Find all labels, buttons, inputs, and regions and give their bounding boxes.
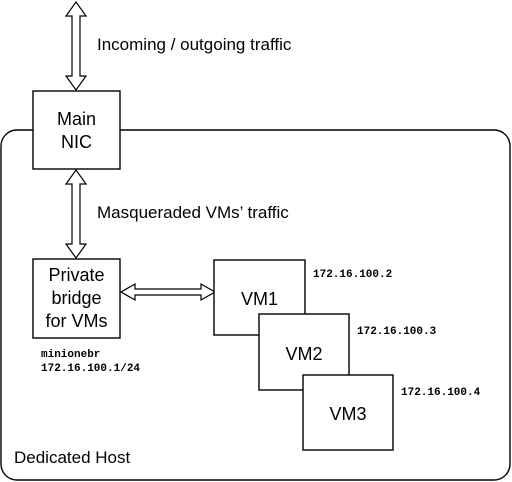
dedicated-host-label: Dedicated Host	[14, 448, 131, 467]
vm2-label: VM2	[285, 344, 322, 364]
vm1-ip: 172.16.100.2	[313, 269, 392, 281]
incoming-traffic-label: Incoming / outgoing traffic	[97, 35, 292, 54]
main-nic-label-line2: NIC	[61, 132, 92, 152]
private-bridge-box	[32, 258, 121, 339]
incoming-traffic-arrow	[64, 0, 88, 92]
bridge-label-line3: for VMs	[45, 311, 107, 331]
bridge-interface-name: minionebr	[41, 349, 100, 361]
bridge-cidr: 172.16.100.1/24	[41, 363, 140, 375]
vm3-box	[302, 374, 394, 451]
bridge-label-line2: bridge	[51, 288, 101, 308]
masqueraded-traffic-label: Masqueraded VMs’ traffic	[97, 203, 289, 222]
masqueraded-traffic-arrow	[64, 168, 88, 260]
vm3-ip: 172.16.100.4	[401, 387, 481, 399]
vm1-label: VM1	[241, 289, 278, 309]
main-nic-label-line1: Main	[57, 109, 96, 129]
main-nic-box	[32, 90, 121, 170]
vm2-ip: 172.16.100.3	[357, 326, 437, 338]
bridge-label-line1: Private	[48, 265, 104, 285]
vm3-label: VM3	[329, 404, 366, 424]
